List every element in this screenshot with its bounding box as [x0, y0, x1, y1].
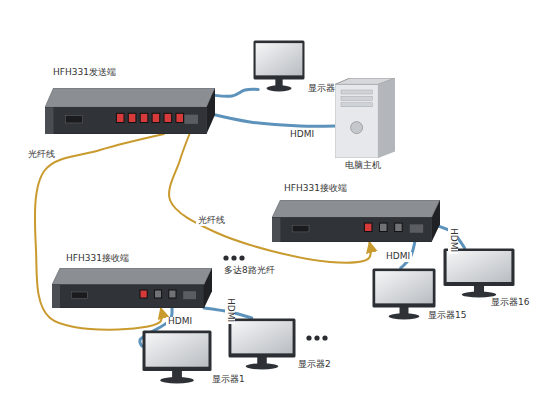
- dot: [314, 335, 319, 340]
- power-socket: [71, 292, 87, 298]
- node-label: HFH331接收端: [284, 184, 347, 194]
- cable-label: HDMI: [166, 317, 194, 327]
- receiver-shape: [52, 268, 212, 308]
- monitor-node: 显示器1: [142, 330, 212, 384]
- port: [183, 291, 196, 299]
- port: [184, 115, 198, 124]
- port: [154, 290, 161, 298]
- monitor-base: [462, 292, 497, 298]
- monitor-base: [389, 313, 420, 319]
- port: [380, 223, 388, 231]
- monitor-shape: [228, 318, 296, 370]
- monitor-bezel: [444, 249, 515, 287]
- monitor-node: 显示器: [253, 40, 305, 92]
- monitor-screen: [447, 251, 512, 282]
- monitor-bezel: [373, 269, 436, 308]
- sender-shape: [45, 88, 215, 134]
- monitor-base: [160, 377, 194, 383]
- monitor-screen: [256, 43, 303, 75]
- port: [164, 113, 172, 122]
- receiver-shape: [272, 200, 440, 242]
- device-node: HFH331发送端: [45, 88, 215, 134]
- note-label: 多达8路光纤: [222, 266, 277, 276]
- monitor-shape: [372, 268, 436, 320]
- cable-label: HDMI: [384, 252, 412, 262]
- node-label: 显示器: [308, 84, 335, 94]
- drive-bay: [341, 90, 372, 94]
- node-label: 显示器15: [428, 311, 466, 321]
- port: [152, 113, 160, 122]
- pc-front: [335, 84, 378, 158]
- device-top: [272, 200, 440, 218]
- cable-label: HDMI: [288, 130, 316, 140]
- node-label: 显示器16: [491, 298, 529, 308]
- device-side: [204, 268, 212, 308]
- power-socket: [292, 225, 309, 232]
- drive-bay: [341, 96, 372, 100]
- dot: [223, 255, 228, 260]
- rack-ear: [45, 107, 54, 134]
- node-label: 显示器1: [212, 375, 245, 385]
- drive-bay: [341, 103, 372, 107]
- monitor-bezel: [229, 319, 296, 358]
- node-label: 电脑主机: [345, 161, 381, 171]
- dot: [322, 335, 327, 340]
- monitor-node: 显示器2: [228, 318, 296, 370]
- port: [140, 290, 147, 298]
- monitor-bezel: [143, 331, 212, 372]
- cable-label: 光纤线: [196, 216, 227, 226]
- monitor-shape: [443, 248, 515, 298]
- hdmi-cable: [208, 113, 335, 126]
- port: [169, 290, 176, 298]
- pc-shape: [335, 78, 395, 158]
- cable-label: HDMI: [448, 226, 458, 254]
- port: [364, 223, 372, 231]
- cable-label: 光纤线: [26, 150, 57, 160]
- device-front: [45, 107, 207, 134]
- monitor-bezel: [254, 41, 305, 80]
- monitor-base: [267, 85, 292, 91]
- monitor-shape: [253, 40, 305, 92]
- port: [395, 223, 403, 231]
- device-node: HFH331接收端: [52, 268, 212, 308]
- monitor-node: 显示器16: [443, 248, 515, 298]
- dot: [231, 255, 236, 260]
- monitor-screen: [146, 333, 209, 366]
- monitor-screen: [375, 271, 433, 303]
- computer-node: 电脑主机: [335, 78, 395, 158]
- device-node: HFH331接收端: [272, 200, 440, 242]
- port: [410, 224, 423, 232]
- port: [176, 113, 184, 122]
- node-label: HFH331接收端: [66, 254, 129, 264]
- node-label: 显示器2: [298, 360, 331, 370]
- device-side: [207, 88, 216, 134]
- device-side: [432, 200, 440, 242]
- power-button: [351, 122, 363, 134]
- monitor-node: 显示器15: [372, 268, 436, 320]
- dot: [306, 335, 311, 340]
- monitor-screen: [231, 321, 292, 353]
- rack-ear: [52, 285, 60, 308]
- device-top: [45, 88, 215, 107]
- rack-ear: [272, 218, 280, 242]
- device-front: [272, 218, 432, 242]
- power-socket: [65, 116, 82, 123]
- device-front: [52, 285, 204, 308]
- port: [128, 113, 136, 122]
- cable-label: HDMI: [225, 296, 235, 324]
- monitor-shape: [142, 330, 212, 384]
- node-label: HFH331发送端: [53, 68, 116, 78]
- monitor-base: [246, 363, 279, 369]
- port: [116, 113, 124, 122]
- device-top: [52, 268, 212, 285]
- dot: [239, 255, 244, 260]
- port: [140, 113, 148, 122]
- pc-side: [378, 78, 395, 158]
